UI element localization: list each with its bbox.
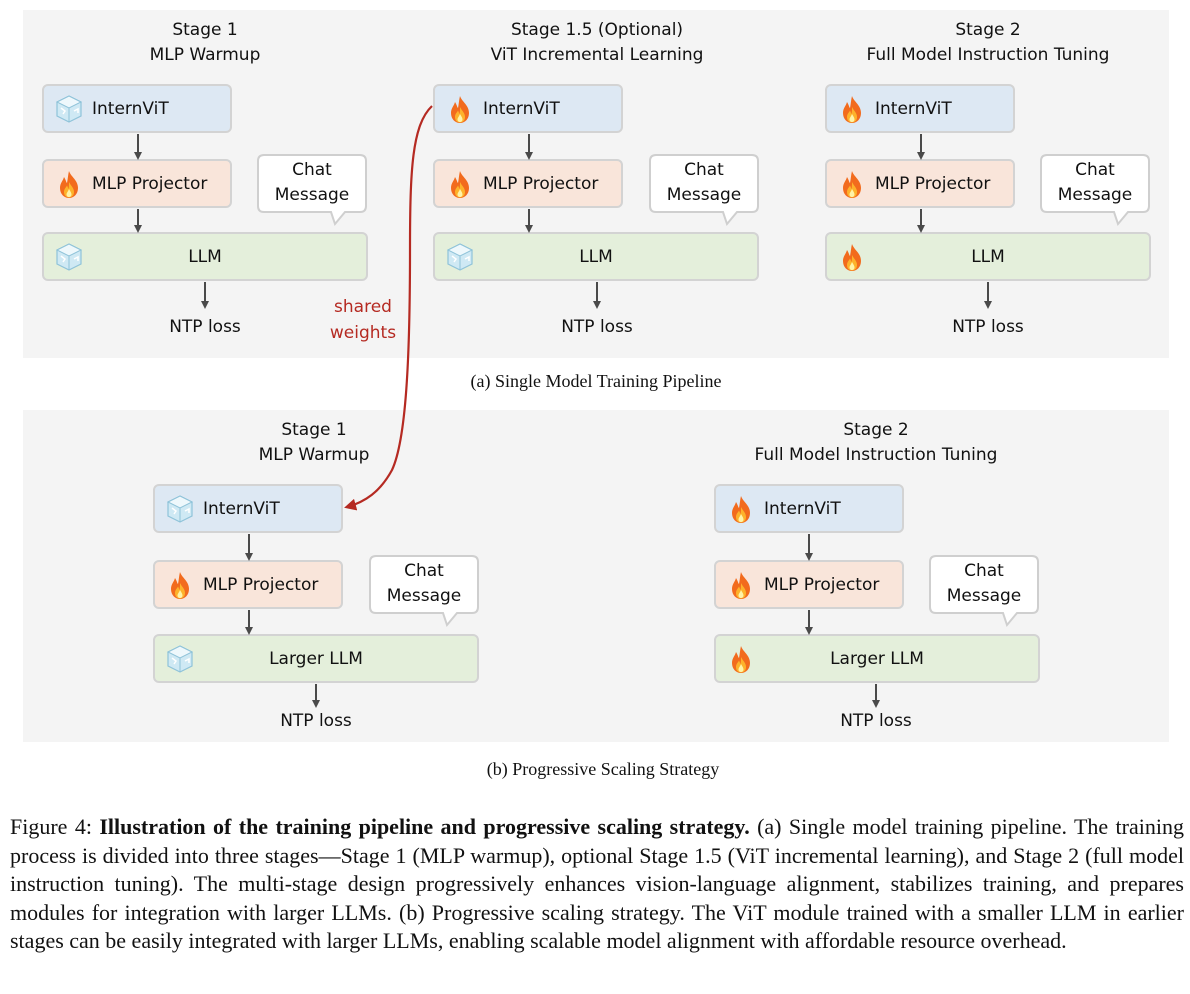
shared-weights-arrow [344, 105, 433, 511]
internvit-label: InternViT [483, 98, 560, 119]
fire-icon [165, 570, 195, 600]
stage-title-line1: Stage 2 [955, 20, 1021, 40]
larger-llm-box: Larger LLM [714, 634, 1040, 683]
mlp-projector-label: MLP Projector [92, 173, 208, 194]
stage-title-line1: Stage 2 [843, 420, 909, 440]
internvit-box: InternViT [433, 84, 623, 133]
stage-title-line2: Full Model Instruction Tuning [754, 445, 998, 465]
larger-llm-label: Larger LLM [269, 648, 363, 669]
figure-caption-bold: Illustration of the training pipeline an… [99, 814, 750, 839]
stage-title-line2: MLP Warmup [149, 45, 261, 65]
llm-box: LLM [42, 232, 368, 281]
internvit-box: InternViT [825, 84, 1015, 133]
internvit-box: InternViT [153, 484, 343, 533]
llm-box: LLM [825, 232, 1151, 281]
ntp-loss-label: NTP loss [561, 317, 633, 337]
internvit-label: InternViT [875, 98, 952, 119]
stage-title: Stage 1.5 (Optional) ViT Incremental Lea… [491, 18, 704, 68]
figure-label: Figure 4: [10, 814, 92, 839]
internvit-label: InternViT [764, 498, 841, 519]
stage-title: Stage 2 Full Model Instruction Tuning [755, 418, 998, 468]
mlp-projector-label: MLP Projector [203, 574, 319, 595]
ntp-loss-label: NTP loss [169, 317, 241, 337]
mlp-projector-box: MLP Projector [42, 159, 232, 208]
chat-line2: Message [274, 185, 350, 205]
ntp-loss-label: NTP loss [952, 317, 1024, 337]
ice-cube-icon [165, 494, 195, 524]
mlp-projector-label: MLP Projector [764, 574, 880, 595]
mlp-projector-box: MLP Projector [433, 159, 623, 208]
stage-title-line1: Stage 1 [281, 420, 347, 440]
mlp-projector-box: MLP Projector [153, 560, 343, 609]
fire-icon [837, 242, 867, 272]
mlp-projector-label: MLP Projector [875, 173, 991, 194]
internvit-box: InternViT [714, 484, 904, 533]
chat-line2: Message [666, 185, 742, 205]
fire-icon [837, 94, 867, 124]
larger-llm-label: Larger LLM [830, 648, 924, 669]
fire-icon [726, 644, 756, 674]
fire-icon [726, 570, 756, 600]
chat-line1: Chat [1075, 160, 1115, 180]
stage-title-line1: Stage 1.5 (Optional) [510, 20, 684, 40]
panel-b-caption: (b) Progressive Scaling Strategy [486, 759, 720, 779]
stage-title-line1: Stage 1 [172, 20, 238, 40]
internvit-box: InternViT [42, 84, 232, 133]
stage-title: Stage 1 MLP Warmup [259, 418, 370, 468]
ntp-loss-label: NTP loss [840, 711, 912, 731]
larger-llm-box: Larger LLM [153, 634, 479, 683]
internvit-label: InternViT [92, 98, 169, 119]
fire-icon [54, 169, 84, 199]
ice-cube-icon [445, 242, 475, 272]
chat-line1: Chat [404, 561, 444, 581]
stage-title-line2: MLP Warmup [258, 445, 370, 465]
mlp-projector-label: MLP Projector [483, 173, 599, 194]
chat-line1: Chat [964, 561, 1004, 581]
stage-title: Stage 1 MLP Warmup [150, 18, 261, 68]
chat-line1: Chat [292, 160, 332, 180]
shared-weights-line1: shared [334, 297, 392, 317]
panel-a-caption: (a) Single Model Training Pipeline [470, 371, 722, 391]
internvit-label: InternViT [203, 498, 280, 519]
figure-caption: Figure 4: Illustration of the training p… [10, 813, 1184, 956]
ntp-loss-label: NTP loss [280, 711, 352, 731]
llm-box: LLM [433, 232, 759, 281]
mlp-projector-box: MLP Projector [825, 159, 1015, 208]
ice-cube-icon [54, 242, 84, 272]
figure-caption-text: (a) Single model training pipeline. The … [10, 814, 1184, 953]
fire-icon [445, 169, 475, 199]
chat-line2: Message [1057, 185, 1133, 205]
shared-weights-line2: weights [329, 323, 397, 343]
stage-title: Stage 2 Full Model Instruction Tuning [867, 18, 1110, 68]
fire-icon [837, 169, 867, 199]
mlp-projector-box: MLP Projector [714, 560, 904, 609]
ice-cube-icon [165, 644, 195, 674]
llm-label: LLM [579, 246, 613, 267]
fire-icon [726, 494, 756, 524]
stage-title-line2: Full Model Instruction Tuning [866, 45, 1110, 65]
chat-line2: Message [946, 586, 1022, 606]
shared-weights-label: shared weights [330, 294, 396, 346]
chat-line1: Chat [684, 160, 724, 180]
stage-title-line2: ViT Incremental Learning [490, 45, 704, 65]
fire-icon [445, 94, 475, 124]
llm-label: LLM [188, 246, 222, 267]
llm-label: LLM [971, 246, 1005, 267]
ice-cube-icon [54, 94, 84, 124]
chat-line2: Message [386, 586, 462, 606]
